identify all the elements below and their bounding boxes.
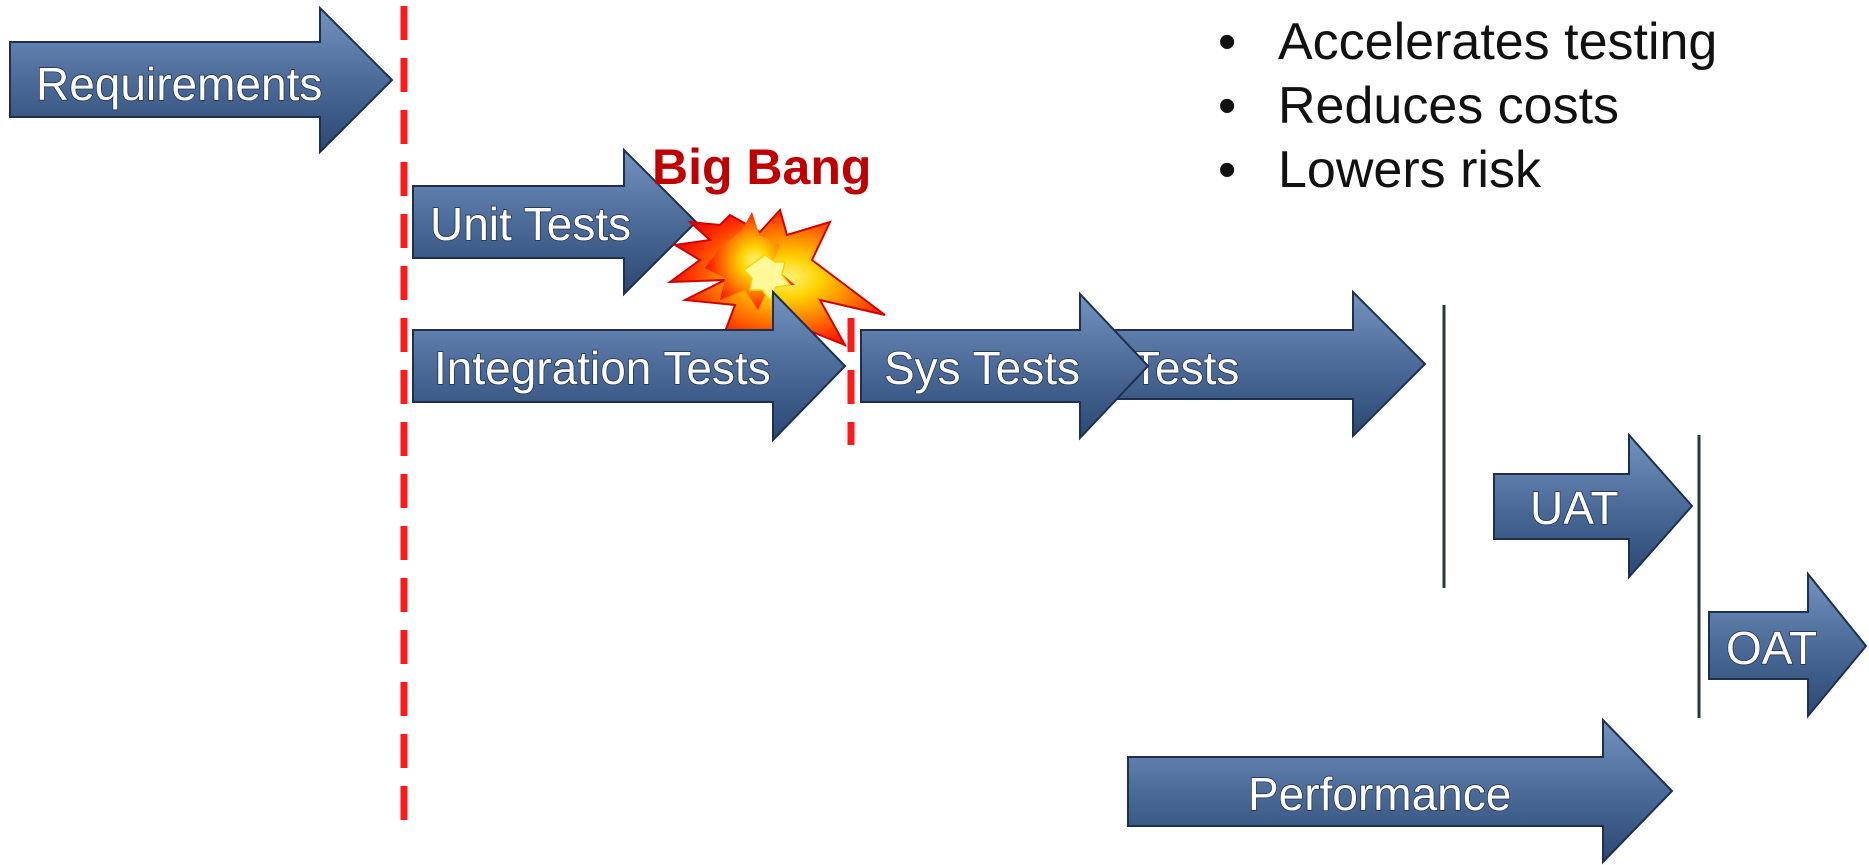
uat-arrow: UAT (1493, 432, 1694, 580)
system-tests-arrow-behind: Tests (1109, 289, 1427, 439)
integration-tests-label: Integration Tests (434, 342, 771, 394)
explosion-icon (666, 207, 886, 347)
oat-label: OAT (1726, 622, 1817, 674)
performance-arrow: Performance (1127, 717, 1674, 865)
benefits-list: Accelerates testing Reduces costs Lowers… (1210, 10, 1717, 202)
benefit-item: Lowers risk (1210, 138, 1717, 202)
unit-tests-arrow: Unit Tests (412, 147, 698, 297)
integration-tests-arrow: Integration Tests (412, 289, 847, 443)
performance-label: Performance (1248, 768, 1511, 820)
oat-arrow: OAT (1708, 571, 1868, 719)
big-bang-callout: Big Bang (652, 139, 871, 195)
hidden-tests-label: Tests (1132, 342, 1239, 394)
unit-tests-label: Unit Tests (430, 198, 631, 250)
uat-label: UAT (1530, 482, 1619, 534)
requirements-arrow: Requirements (9, 5, 394, 155)
requirements-label: Requirements (36, 58, 322, 110)
benefit-item: Accelerates testing (1210, 10, 1717, 74)
benefit-item: Reduces costs (1210, 74, 1717, 138)
sys-tests-arrow: Sys Tests (860, 291, 1150, 441)
sys-tests-label: Sys Tests (884, 342, 1080, 394)
